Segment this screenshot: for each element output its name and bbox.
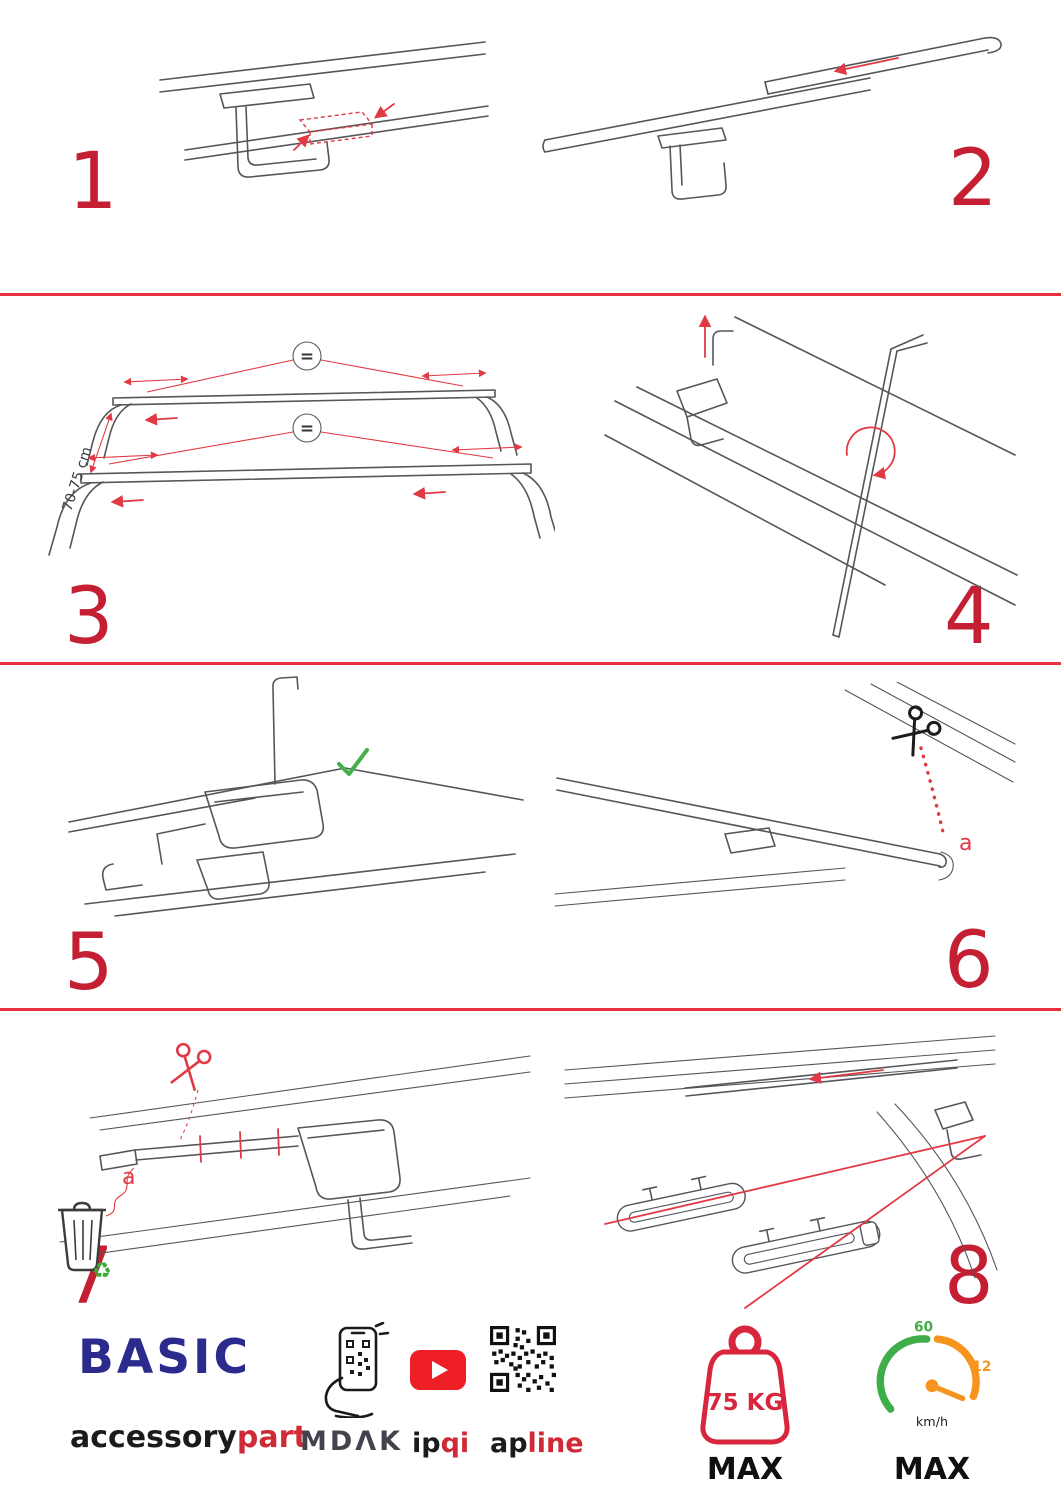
weight-limit-value: 75 KG xyxy=(707,1390,784,1416)
clamp-sketch xyxy=(676,330,734,447)
scissors-icon xyxy=(891,705,942,757)
roof-edge-sketch xyxy=(604,316,1018,606)
section-divider-2 xyxy=(0,662,1061,665)
allen-key-sketch xyxy=(832,334,928,638)
step-3-number: 3 xyxy=(64,572,114,662)
step-5-illustration xyxy=(68,676,524,917)
scissors-guide-line xyxy=(179,1089,199,1141)
dimension-arrows xyxy=(87,369,523,508)
scissors-icon-red xyxy=(170,1042,212,1091)
speed-tick-60: 60 xyxy=(914,1320,933,1336)
step-1-number: 1 xyxy=(68,137,118,227)
crossbar-sketch xyxy=(542,77,871,153)
t-bolt-adapter-2 xyxy=(731,1216,881,1274)
cut-marks xyxy=(199,1128,280,1163)
alignment-lines xyxy=(604,1135,986,1309)
step-7-illustration: a ♻ xyxy=(58,1042,531,1284)
ipqi-red: qi xyxy=(440,1428,470,1459)
speed-unit-label: km/h xyxy=(916,1415,948,1430)
speed-tick-120: 120 xyxy=(972,1359,992,1375)
section-divider-1 xyxy=(0,293,1061,296)
speed-max-label: MAX xyxy=(893,1452,971,1487)
door-frame-sketch xyxy=(68,767,524,917)
equal-symbol-front: = xyxy=(300,347,314,367)
brand-logo-accessorypart: accessorypart xyxy=(70,1420,308,1455)
apline-black: ap xyxy=(490,1428,528,1459)
crossbar-profile-sketch xyxy=(556,777,947,868)
cut-line-dots xyxy=(919,746,945,834)
brand-word-accessory: accessory xyxy=(70,1420,237,1455)
partner-logo-ipqi: ipqi xyxy=(412,1428,469,1459)
slide-direction-arrow xyxy=(833,57,899,76)
brand-logo-basic: BASIC xyxy=(78,1330,252,1385)
hook-rod-sketch xyxy=(272,676,299,785)
section-divider-3 xyxy=(0,1008,1061,1011)
max-weight-icon: 75 KG xyxy=(700,1325,790,1445)
speed-limit-icon: 60 120 km/h xyxy=(876,1320,992,1430)
roof-slats-sketch xyxy=(554,682,1016,907)
youtube-icon xyxy=(410,1350,466,1390)
equal-spacing-marks: = = xyxy=(108,341,494,465)
brand-word-part: part xyxy=(236,1420,308,1455)
rear-crossbar-sketch xyxy=(48,463,555,556)
rotate-tool-arrow xyxy=(845,426,896,480)
step-1-illustration xyxy=(159,41,489,178)
t-bolt-adapter-1 xyxy=(616,1175,746,1232)
sliding-strip-sketch xyxy=(764,36,1002,95)
strip-to-cut-sketch xyxy=(99,1135,299,1171)
check-icon xyxy=(337,748,369,776)
bar-distance-label: 70-75 cm xyxy=(60,445,96,513)
step-4-number: 4 xyxy=(944,572,994,662)
step-3-illustration: = = 70-75 cm xyxy=(48,341,555,556)
trash-bin-icon: ♻ xyxy=(58,1201,112,1284)
step-6-illustration: a xyxy=(554,682,1016,907)
roof-slats-sketch xyxy=(564,1035,998,1279)
recycle-icon: ♻ xyxy=(92,1259,112,1284)
partner-logo-apline: apline xyxy=(490,1428,584,1459)
phone-screen-qr xyxy=(346,1340,370,1376)
rubber-pad-highlight xyxy=(293,103,395,151)
step-6-number: 6 xyxy=(944,916,994,1006)
step-4-illustration xyxy=(604,314,1018,638)
weight-max-label: MAX xyxy=(706,1452,784,1487)
clamp-bracket-sketch xyxy=(219,83,330,178)
end-clamp-sketch xyxy=(657,127,727,200)
rubber-strip-end-sketch xyxy=(938,851,954,881)
equal-symbol-rear: = xyxy=(300,419,314,439)
rail-clamp-sketch xyxy=(934,1101,982,1160)
clamp-body-sketch xyxy=(101,779,325,900)
step-5-number: 5 xyxy=(64,918,114,1008)
apline-red: line xyxy=(527,1428,584,1459)
phone-qr-scan-icon xyxy=(324,1322,390,1418)
discard-squiggle xyxy=(105,1167,135,1217)
step-2-number: 2 xyxy=(948,134,998,224)
step-8-illustration xyxy=(564,1035,998,1309)
part-a-label: a xyxy=(959,831,972,856)
clamp-sketch xyxy=(297,1119,413,1250)
bar-direction-arrow xyxy=(808,1069,884,1085)
ipqi-black: ip xyxy=(412,1428,441,1459)
step-8-number: 8 xyxy=(944,1232,994,1322)
partner-logo-mdak: MDΛK xyxy=(300,1426,404,1457)
ceiling-lines-sketch xyxy=(59,1055,531,1257)
qr-code xyxy=(490,1326,556,1392)
step-2-illustration xyxy=(542,36,1002,200)
part-a-label: a xyxy=(122,1165,135,1190)
